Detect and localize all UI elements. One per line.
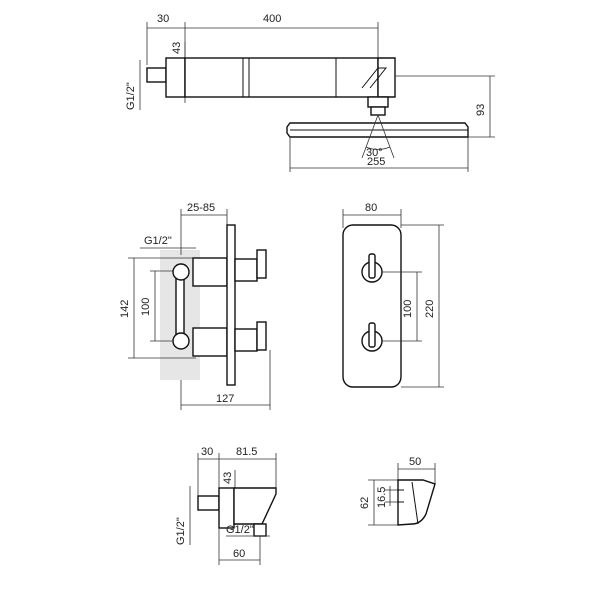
dim-label-outlet-offset: 60 xyxy=(233,548,245,560)
upper-valve-body xyxy=(192,257,228,287)
faceplate-side xyxy=(226,224,236,386)
dim-plate-height: 220 xyxy=(401,224,444,388)
dim-handle-spacing: 100 xyxy=(382,271,422,342)
dim-total-depth: 127 xyxy=(180,350,271,410)
dim-outlet-side-thread: G1/2" xyxy=(175,486,191,545)
dim-label-total-depth: 127 xyxy=(216,393,234,405)
shower-arm-view: 30 400 43 G1/2" xyxy=(125,13,495,172)
outlet-inlet-stub xyxy=(197,495,220,511)
hose-outlet xyxy=(253,523,267,537)
dim-label-screw-spacing: 16.5 xyxy=(376,487,388,508)
dim-label-outlet-thread: G1/2" xyxy=(226,524,254,536)
supply-pipe xyxy=(175,271,185,343)
dim-label-handle-spacing: 100 xyxy=(402,300,414,318)
dim-label-flange-depth: 30 xyxy=(157,13,169,25)
dim-outlet-body-length: 81.5 xyxy=(219,446,277,488)
mixer-side-view: 25-85 G1/2" 142 100 xyxy=(119,202,271,410)
dim-side-inlet-thread: G1/2" xyxy=(140,235,196,249)
upper-handle xyxy=(234,258,258,282)
dim-label-arm-height: 43 xyxy=(171,42,183,54)
dim-label-outlet-flange: 30 xyxy=(201,446,213,458)
dim-screw-spacing: 16.5 xyxy=(376,486,400,508)
dim-flange-depth: 30 xyxy=(146,13,186,65)
swivel-joint xyxy=(367,96,389,108)
dim-label-head-width: 255 xyxy=(367,156,385,168)
dim-label-side-inlet: G1/2" xyxy=(144,235,172,247)
shower-arm xyxy=(184,57,379,98)
dim-head-width: 255 xyxy=(289,137,469,172)
dim-outlet-offset: 60 xyxy=(218,528,261,565)
dim-label-head-drop: 93 xyxy=(475,104,487,116)
inlet-stub xyxy=(146,67,167,83)
dim-label-outlet-side-thread: G1/2" xyxy=(175,517,187,545)
mixer-front-view: 80 100 220 xyxy=(342,202,444,388)
wall-flange xyxy=(165,57,186,98)
dim-label-plate-height: 220 xyxy=(424,300,436,318)
outlet-body xyxy=(233,487,277,525)
holder-body xyxy=(397,479,436,526)
dim-label-outer-height: 142 xyxy=(119,300,131,318)
dim-label-inlet-thread: G1/2" xyxy=(125,82,137,110)
dim-wall-depth: 25-85 xyxy=(180,202,228,255)
dim-arm-length: 400 xyxy=(185,13,379,58)
dim-outlet-spacing: 100 xyxy=(140,270,176,342)
dim-outer-height: 142 xyxy=(119,257,196,359)
arm-elbow xyxy=(377,57,396,98)
dim-label-holder-width: 50 xyxy=(409,456,421,468)
dim-inlet-thread: G1/2" xyxy=(125,60,141,110)
dim-label-wall-depth: 25-85 xyxy=(187,202,215,214)
lower-handle xyxy=(234,328,258,352)
faceplate-front xyxy=(342,224,402,388)
wall-outlet-view: 30 81.5 43 G1/2" G1/2" 60 xyxy=(175,446,277,565)
dim-holder-width: 50 xyxy=(397,456,436,484)
dim-label-outlet-height: 43 xyxy=(222,472,234,484)
outlet-flange xyxy=(218,487,235,529)
dim-outlet-flange-depth: 30 xyxy=(197,446,220,496)
dim-label-holder-height: 62 xyxy=(359,497,371,509)
dim-spray-angle: 30° xyxy=(361,114,395,159)
dim-plate-width: 80 xyxy=(342,202,402,228)
lower-port xyxy=(172,332,190,350)
dim-outlet-thread: G1/2" xyxy=(226,524,270,537)
dim-label-plate-width: 80 xyxy=(365,202,377,214)
dim-head-drop: 93 xyxy=(395,75,495,138)
holder-view: 50 62 16.5 xyxy=(359,456,436,526)
dim-label-spray-angle: 30° xyxy=(366,147,383,159)
upper-port xyxy=(172,263,190,281)
dim-holder-height: 62 xyxy=(359,479,398,526)
dim-label-outlet-length: 81.5 xyxy=(236,446,257,458)
lower-valve-body xyxy=(192,327,228,357)
dim-label-arm-length: 400 xyxy=(263,13,281,25)
dim-label-outlet-spacing: 100 xyxy=(140,298,152,316)
